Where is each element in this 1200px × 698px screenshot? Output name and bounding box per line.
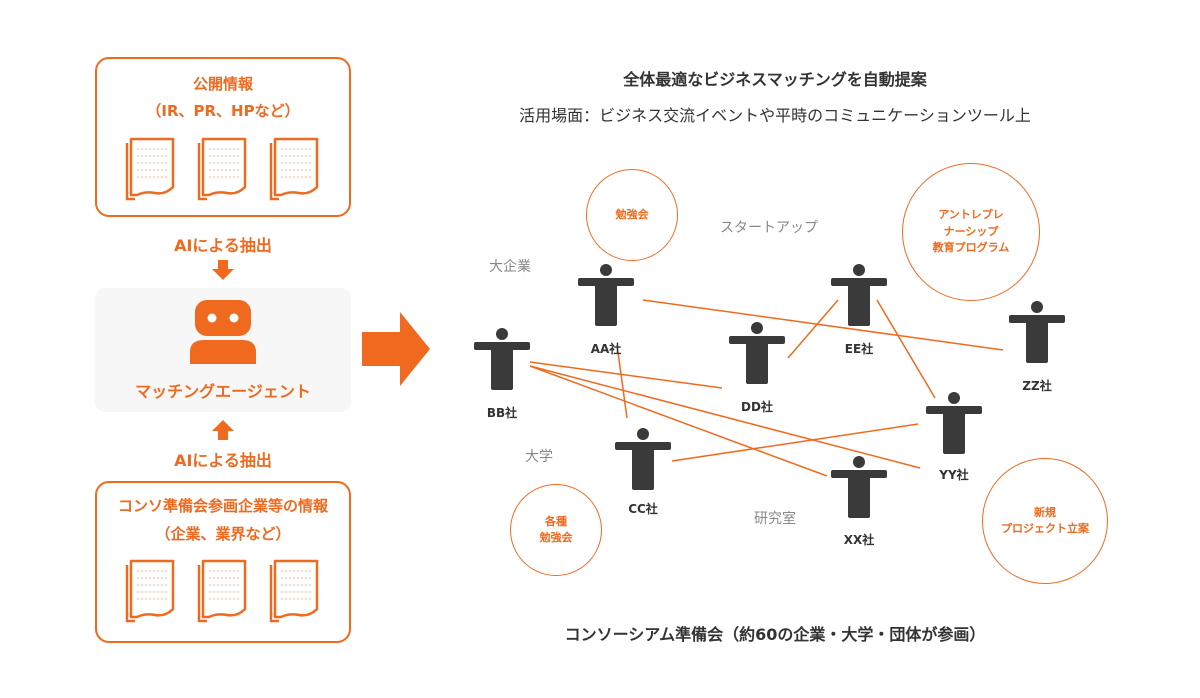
public-info-subtitle: （IR、PR、HPなど）	[146, 102, 300, 120]
link-cc-yy	[671, 423, 919, 462]
link-bb-dd	[529, 361, 723, 389]
circle-study-group: 勉強会	[586, 169, 678, 261]
robot-icon	[190, 300, 256, 364]
document-stack	[97, 135, 349, 201]
link-ee-yy	[876, 299, 936, 399]
person-icon	[831, 264, 887, 326]
document-stack	[97, 557, 349, 623]
person-icon	[729, 322, 785, 384]
ai-extraction-label-bottom: AIによる抽出	[174, 451, 272, 470]
document-icon	[125, 137, 175, 201]
circle-various-study-groups: 各種 勉強会	[510, 484, 602, 576]
company-label-xx: XX社	[843, 533, 875, 547]
public-info-box: 公開情報 （IR、PR、HPなど）	[95, 57, 351, 217]
consortium-footer: コンソーシアム準備会（約60の企業・大学・団体が参画）	[564, 625, 986, 644]
person-icon	[578, 264, 634, 326]
group-label-university: 大学	[525, 449, 553, 465]
person-icon	[1009, 301, 1065, 363]
group-label-large-company: 大企業	[489, 259, 531, 275]
person-icon	[474, 328, 530, 390]
public-info-title: 公開情報	[192, 75, 253, 93]
consortium-info-title: コンソ準備会参画企業等の情報	[117, 497, 328, 515]
circle-entrepreneurship-program: アントレプレ ナーシップ 教育プログラム	[902, 163, 1040, 301]
company-label-bb: BB社	[486, 406, 518, 420]
person-icon	[831, 456, 887, 518]
link-aa-cc	[616, 344, 628, 419]
company-label-zz: ZZ社	[1022, 379, 1052, 393]
group-label-lab: 研究室	[754, 511, 796, 527]
consortium-info-subtitle: （企業、業界など）	[155, 525, 291, 543]
company-label-yy: YY社	[939, 468, 969, 482]
document-icon	[197, 137, 247, 201]
company-label-dd: DD社	[741, 400, 773, 414]
link-aa-zz	[642, 299, 1004, 351]
document-icon	[269, 559, 319, 623]
link-bb-xx	[529, 365, 828, 477]
matching-agent-panel: マッチングエージェント	[95, 288, 351, 412]
ai-extraction-label-top: AIによる抽出	[174, 236, 272, 255]
up-arrow-icon	[212, 420, 234, 440]
person-icon	[926, 392, 982, 454]
company-label-cc: CC社	[628, 502, 658, 516]
circle-new-project: 新規 プロジェクト立案	[982, 458, 1108, 584]
network-subtitle: 活用場面：ビジネス交流イベントや平時のコミュニケーションツール上	[519, 106, 1031, 125]
link-bb-yy	[529, 365, 921, 469]
consortium-info-box: コンソ準備会参画企業等の情報 （企業、業界など）	[95, 481, 351, 643]
company-label-aa: AA社	[590, 342, 622, 356]
person-icon	[615, 428, 671, 490]
down-arrow-icon	[212, 260, 234, 280]
group-label-startup: スタートアップ	[720, 220, 818, 236]
big-right-arrow-icon	[362, 312, 430, 386]
network-title: 全体最適なビジネスマッチングを自動提案	[623, 70, 927, 89]
matching-agent-label: マッチングエージェント	[135, 382, 311, 401]
document-icon	[269, 137, 319, 201]
link-dd-ee	[787, 299, 839, 359]
document-icon	[125, 559, 175, 623]
document-icon	[197, 559, 247, 623]
company-label-ee: EE社	[844, 342, 874, 356]
